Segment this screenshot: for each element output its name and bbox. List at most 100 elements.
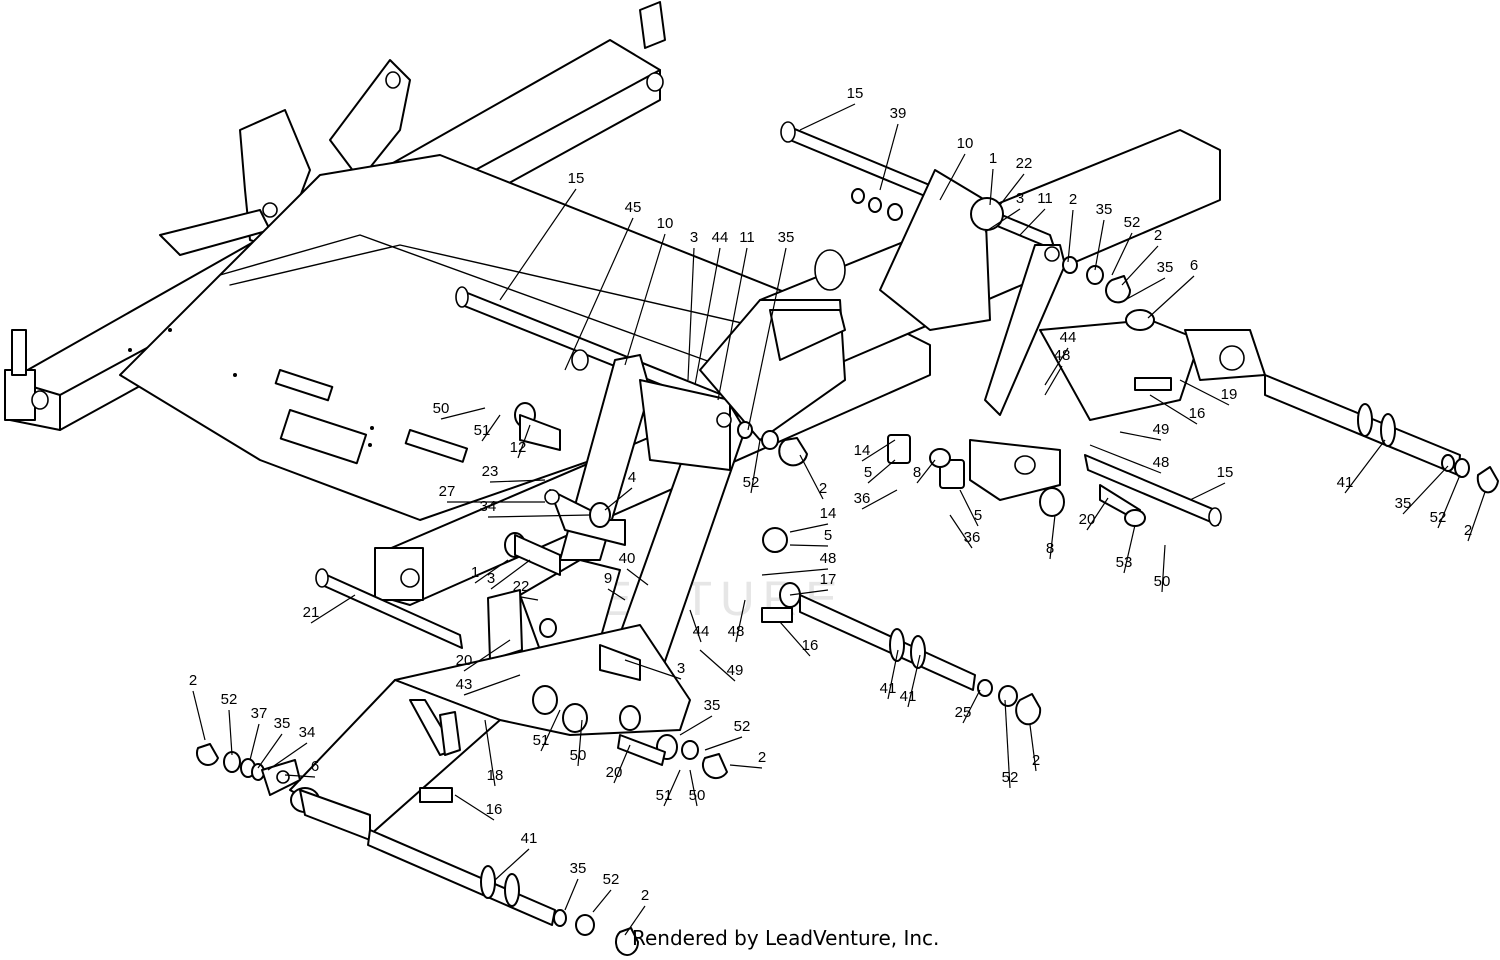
part-callout-c79: 2 <box>758 749 766 766</box>
leader-line-c73 <box>249 723 260 761</box>
leader-line-c38 <box>487 514 591 518</box>
part-callout-c43: 36 <box>854 490 871 507</box>
upper-right-hardware <box>851 188 1155 331</box>
leader-line-c14 <box>499 188 577 301</box>
part-callout-c92: 2 <box>641 887 649 904</box>
part-callout-c26: 48 <box>1153 454 1170 471</box>
part-callout-c61: 21 <box>303 604 320 621</box>
leader-line-c54 <box>789 589 829 596</box>
leader-line-c62 <box>463 639 511 672</box>
part-callout-c40: 2 <box>819 480 827 497</box>
leader-line-c25 <box>1119 431 1162 441</box>
leader-line-c78 <box>704 736 743 751</box>
leader-line-c24 <box>1179 379 1230 406</box>
right-axle <box>1264 374 1499 494</box>
part-callout-c62: 20 <box>456 652 473 669</box>
part-callout-c05: 22 <box>1016 155 1033 172</box>
part-callout-c64: 48 <box>728 623 745 640</box>
leader-line-c92 <box>624 905 646 936</box>
leader-line-c32 <box>440 407 486 420</box>
part-callout-c53: 48 <box>820 550 837 567</box>
leader-line-c07 <box>1019 208 1046 236</box>
leader-line-c35 <box>489 479 546 483</box>
right-lift-arm <box>879 169 1266 421</box>
part-callout-c28: 41 <box>1337 474 1354 491</box>
leader-line-c79 <box>729 764 763 769</box>
leader-line-c06 <box>984 208 1021 233</box>
leader-line-c80 <box>540 709 561 752</box>
leader-line-c39 <box>750 439 761 494</box>
part-callout-c76: 6 <box>311 758 319 775</box>
part-callout-c81: 50 <box>570 747 587 764</box>
render-credit: Rendered by LeadVenture, Inc. <box>632 926 940 950</box>
leader-line-c91 <box>592 889 612 913</box>
part-callout-c72: 52 <box>221 691 238 708</box>
leader-line-c53 <box>761 568 829 576</box>
leader-line-c81 <box>577 719 583 767</box>
leader-line-c84 <box>689 769 698 807</box>
part-callout-c86: 16 <box>486 801 503 818</box>
part-callout-c04: 1 <box>989 150 997 167</box>
part-callout-c24: 19 <box>1221 386 1238 403</box>
leader-line-c03 <box>939 153 966 201</box>
part-callout-c88: 2 <box>1032 752 1040 769</box>
leader-line-c48 <box>1086 497 1109 531</box>
part-callout-c15: 45 <box>625 199 642 216</box>
part-callout-c20: 35 <box>778 229 795 246</box>
leader-line-c83 <box>663 769 681 807</box>
leader-line-c55 <box>779 621 811 657</box>
leader-line-c30 <box>1437 474 1461 529</box>
part-callout-c01: 15 <box>847 85 864 102</box>
part-callout-c67: 43 <box>456 676 473 693</box>
part-callout-c23: 16 <box>1189 405 1206 422</box>
leader-line-c59 <box>626 568 649 586</box>
leader-line-c27 <box>1189 482 1226 501</box>
leader-line-c88 <box>1029 724 1037 772</box>
part-callout-c25: 49 <box>1153 421 1170 438</box>
leader-line-c85 <box>484 719 496 787</box>
part-callout-c70: 25 <box>955 704 972 721</box>
part-callout-c65: 3 <box>677 660 685 677</box>
leader-line-c04 <box>989 168 994 206</box>
part-callout-c22: 48 <box>1054 347 1071 364</box>
leader-line-c09 <box>1094 219 1105 271</box>
leader-line-c21 <box>1044 347 1069 386</box>
part-callout-c21: 44 <box>1060 329 1077 346</box>
part-callout-c87: 52 <box>1002 769 1019 786</box>
leader-line-c67 <box>463 674 521 696</box>
part-callout-c85: 18 <box>487 767 504 784</box>
part-callout-c52: 5 <box>824 527 832 544</box>
part-callout-c37: 4 <box>628 469 636 486</box>
lower-left-axle <box>367 829 640 957</box>
part-callout-c19: 11 <box>739 229 755 246</box>
part-callout-c54: 17 <box>820 571 837 588</box>
part-callout-c48: 20 <box>1079 511 1096 528</box>
part-callout-c30: 52 <box>1430 509 1447 526</box>
lower-left-hardware <box>196 743 301 796</box>
part-callout-c56: 1 <box>471 564 479 581</box>
part-callout-c11: 2 <box>1154 227 1162 244</box>
leader-line-c57 <box>490 559 531 590</box>
part-callout-c60: 9 <box>604 570 612 587</box>
leader-line-c71 <box>192 690 206 741</box>
leader-line-c49 <box>1123 524 1136 574</box>
part-callout-c63: 44 <box>693 623 710 640</box>
part-callout-c58: 22 <box>513 578 530 595</box>
leader-line-c28 <box>1344 439 1386 494</box>
part-callout-c31: 2 <box>1464 522 1472 539</box>
part-callout-c10: 52 <box>1124 214 1141 231</box>
part-callout-c27: 15 <box>1217 464 1234 481</box>
part-callout-c18: 44 <box>712 229 729 246</box>
leader-line-c76 <box>284 774 316 778</box>
part-callout-c78: 52 <box>734 718 751 735</box>
leader-line-c45 <box>959 489 979 527</box>
part-callout-c91: 52 <box>603 871 620 888</box>
leader-line-c37 <box>604 487 633 511</box>
part-callout-c06: 3 <box>1016 190 1024 207</box>
leader-line-c77 <box>679 715 713 736</box>
leader-line-c19 <box>717 247 748 401</box>
part-callout-c36: 27 <box>439 483 456 500</box>
